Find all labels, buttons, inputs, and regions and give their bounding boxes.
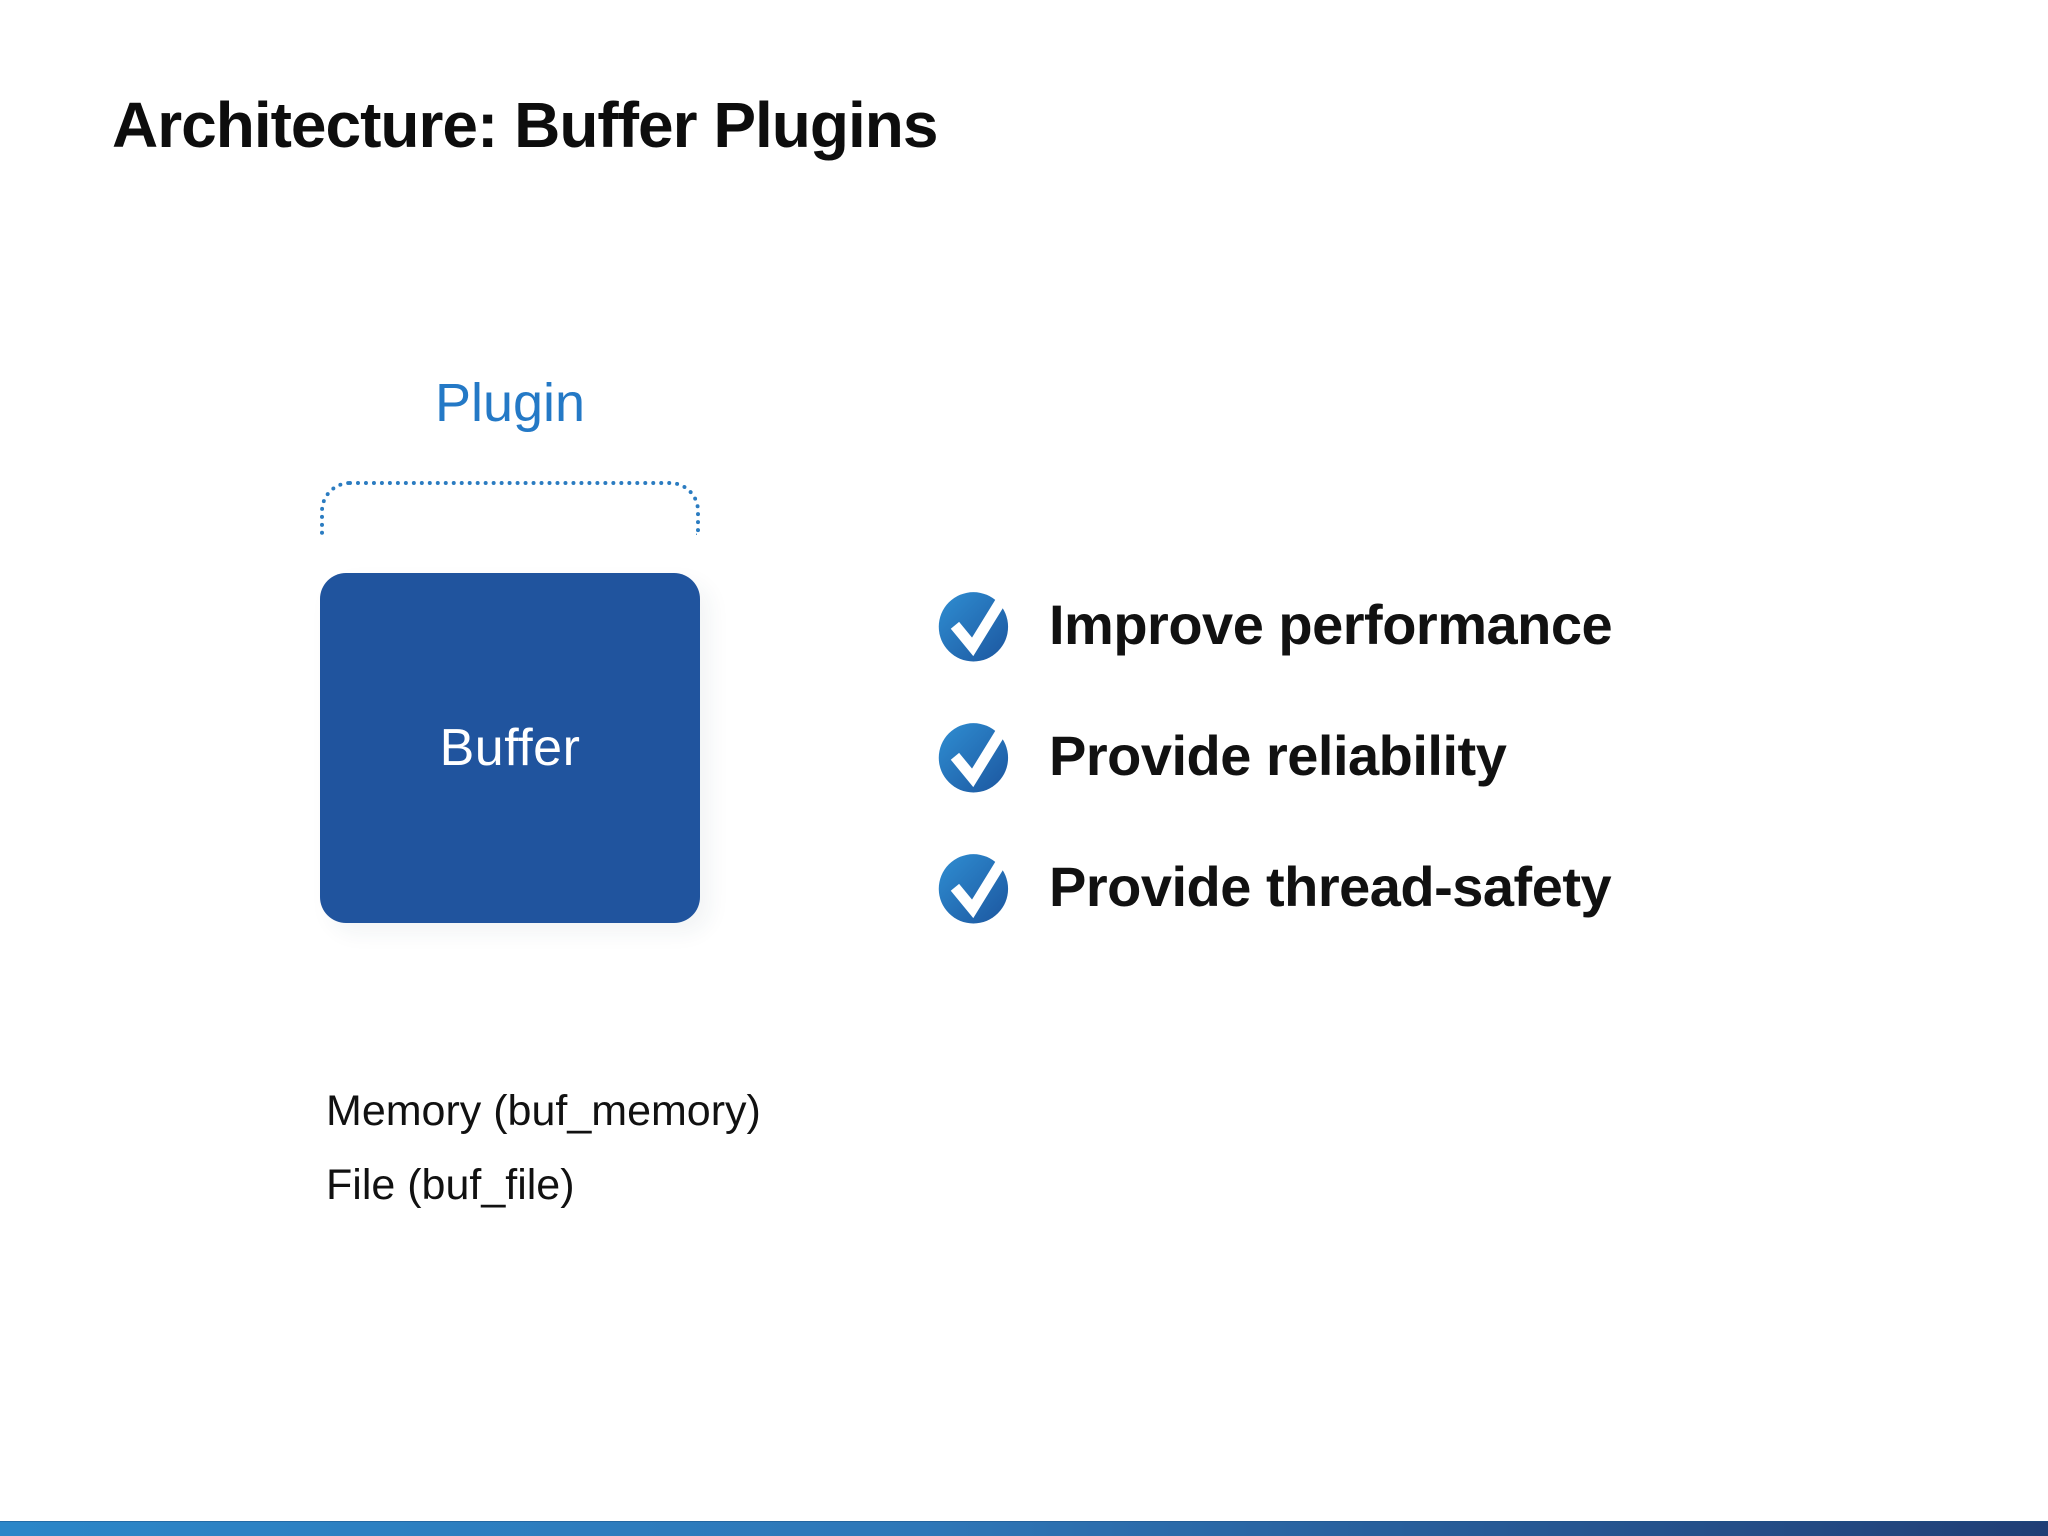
notes: Memory (buf_memory) File (buf_file)	[326, 1090, 761, 1207]
checklist-item-label: Improve performance	[1049, 593, 1613, 656]
checklist-item: Provide thread-safety	[938, 848, 1612, 925]
buffer-box: Buffer	[320, 573, 700, 923]
note-file: File (buf_file)	[326, 1161, 575, 1209]
plugin-bracket	[320, 481, 700, 535]
checkmark-icon	[938, 718, 1012, 793]
checkmark-icon	[938, 849, 1012, 924]
buffer-label: Buffer	[439, 719, 581, 777]
checklist-item: Provide reliability	[938, 717, 1612, 794]
footer-bar	[0, 1521, 2048, 1536]
checklist: Improve performance Provide reliability …	[938, 586, 1613, 925]
checklist-item-label: Provide reliability	[1049, 724, 1507, 787]
checkmark-icon	[938, 587, 1012, 662]
checklist-item: Improve performance	[938, 586, 1613, 663]
note-memory: Memory (buf_memory)	[326, 1087, 761, 1135]
plugin-label: Plugin	[434, 373, 586, 433]
checklist-item-label: Provide thread-safety	[1049, 855, 1612, 918]
page-title: Architecture: Buffer Plugins	[112, 89, 938, 161]
